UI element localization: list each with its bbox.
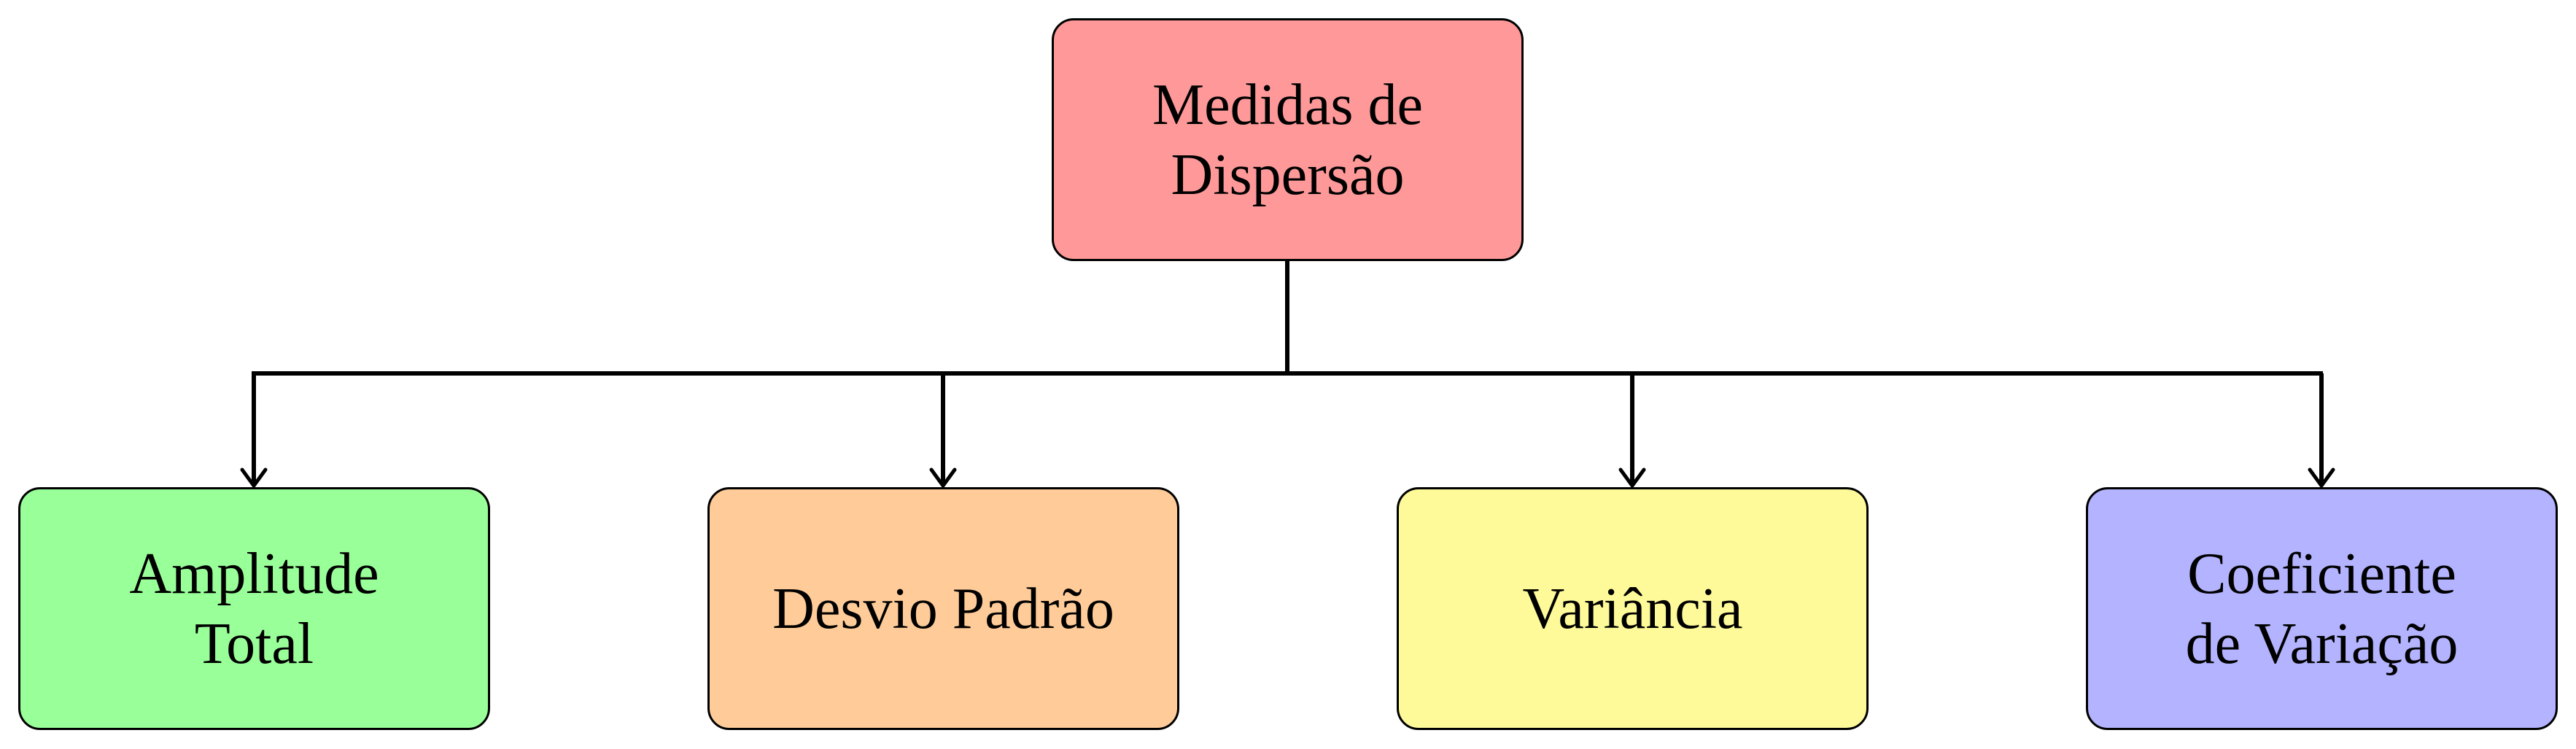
child-node-desvio-padrao: Desvio Padrão [707, 487, 1179, 730]
arrow-to-coeficiente-de-variacao [2308, 373, 2335, 488]
child-node-line-1: Variância [1522, 576, 1743, 641]
child-node-label: Desvio Padrão [772, 574, 1114, 644]
child-node-line-2: de Variação [2185, 611, 2459, 676]
root-node-medidas-de-dispersao: Medidas de Dispersão [1052, 18, 1524, 261]
root-node-label: Medidas de Dispersão [1152, 70, 1423, 210]
child-node-label: Coeficiente de Variação [2186, 539, 2459, 679]
child-node-line-1: Amplitude [129, 541, 379, 606]
child-node-line-1: Desvio Padrão [772, 576, 1114, 641]
child-node-line-1: Coeficiente [2187, 541, 2456, 606]
child-node-variancia: Variância [1397, 487, 1869, 730]
root-node-line-1: Medidas de [1152, 72, 1423, 137]
child-node-label: Amplitude Total [129, 539, 379, 679]
child-node-coeficiente-de-variacao: Coeficiente de Variação [2086, 487, 2558, 730]
arrow-to-variancia [1618, 373, 1646, 488]
root-node-line-2: Dispersão [1171, 142, 1405, 207]
child-node-label: Variância [1522, 574, 1742, 644]
child-node-amplitude-total: Amplitude Total [18, 487, 490, 730]
child-node-line-2: Total [194, 611, 314, 676]
arrow-to-amplitude-total [240, 373, 268, 488]
arrow-to-desvio-padrao [929, 373, 957, 488]
